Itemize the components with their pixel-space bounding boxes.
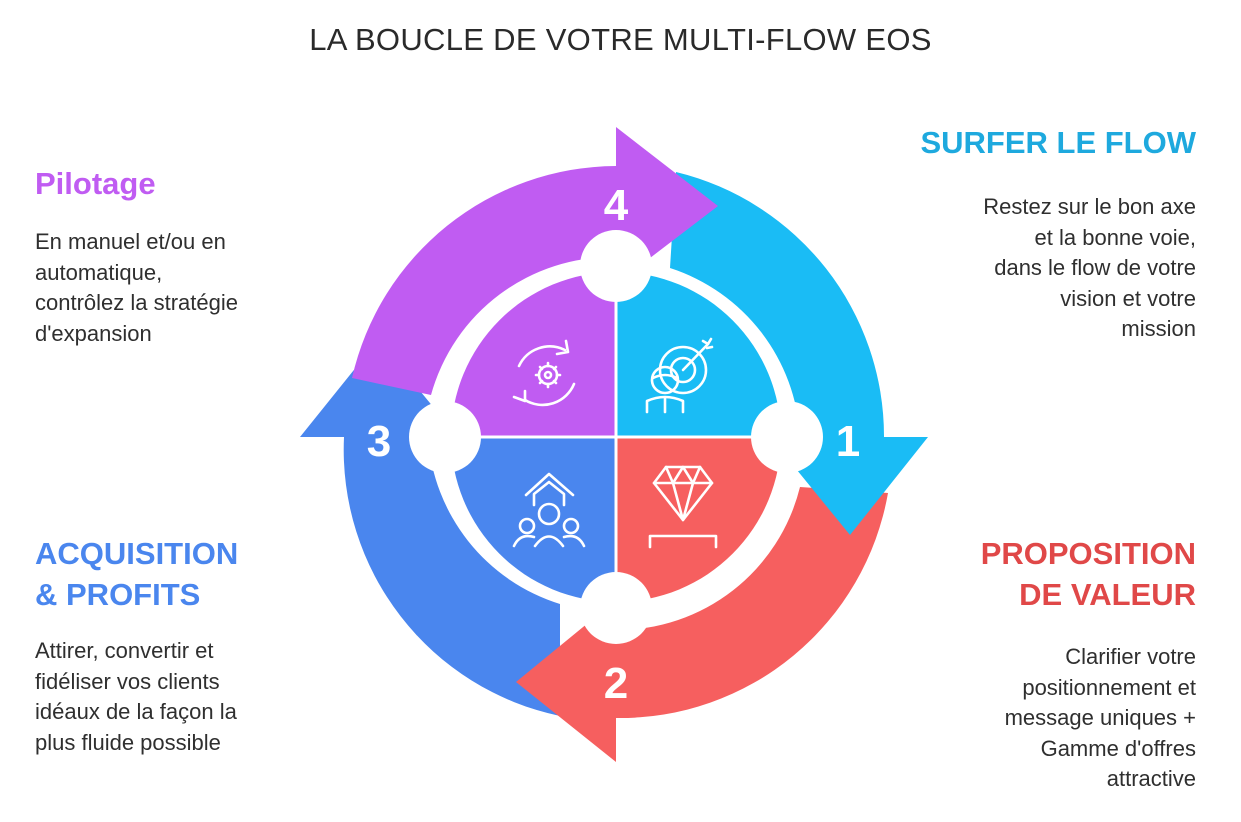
notch-left <box>409 401 481 473</box>
step-2-description: Clarifier votre positionnement et messag… <box>1004 644 1196 791</box>
page-title: LA BOUCLE DE VOTRE MULTI-FLOW EOS <box>309 22 932 57</box>
step-2-heading: PROPOSITION DE VALEUR <box>980 536 1196 612</box>
step-4-heading: Pilotage <box>35 166 156 201</box>
quadrant-step-3 <box>451 437 616 602</box>
diamond-icon <box>648 465 718 549</box>
step-1-heading: SURFER LE FLOW <box>920 125 1196 160</box>
notch-right <box>751 401 823 473</box>
notch-bottom <box>580 572 652 644</box>
step-3-description: Attirer, convertir et fidéliser vos clie… <box>35 638 237 755</box>
group-growth-icon <box>512 472 586 548</box>
quadrant-step-4 <box>451 272 616 437</box>
step-3-heading: ACQUISITION & PROFITS <box>35 536 239 612</box>
step-1-description: Restez sur le bon axe et la bonne voie, … <box>983 194 1196 341</box>
step-number-2: 2 <box>604 659 628 708</box>
step-number-1: 1 <box>836 417 860 466</box>
arrow-step-4 <box>352 127 718 395</box>
notch-top <box>580 230 652 302</box>
arrow-step-2 <box>516 487 888 762</box>
step-4-description: En manuel et/ou en automatique, contrôle… <box>35 229 238 346</box>
gear-cycle-icon <box>512 339 576 407</box>
person-target-icon <box>645 337 714 414</box>
arrow-step-1 <box>670 172 928 535</box>
step-number-3: 3 <box>367 417 391 466</box>
step-number-4: 4 <box>604 181 629 230</box>
arrow-step-3 <box>300 340 560 716</box>
